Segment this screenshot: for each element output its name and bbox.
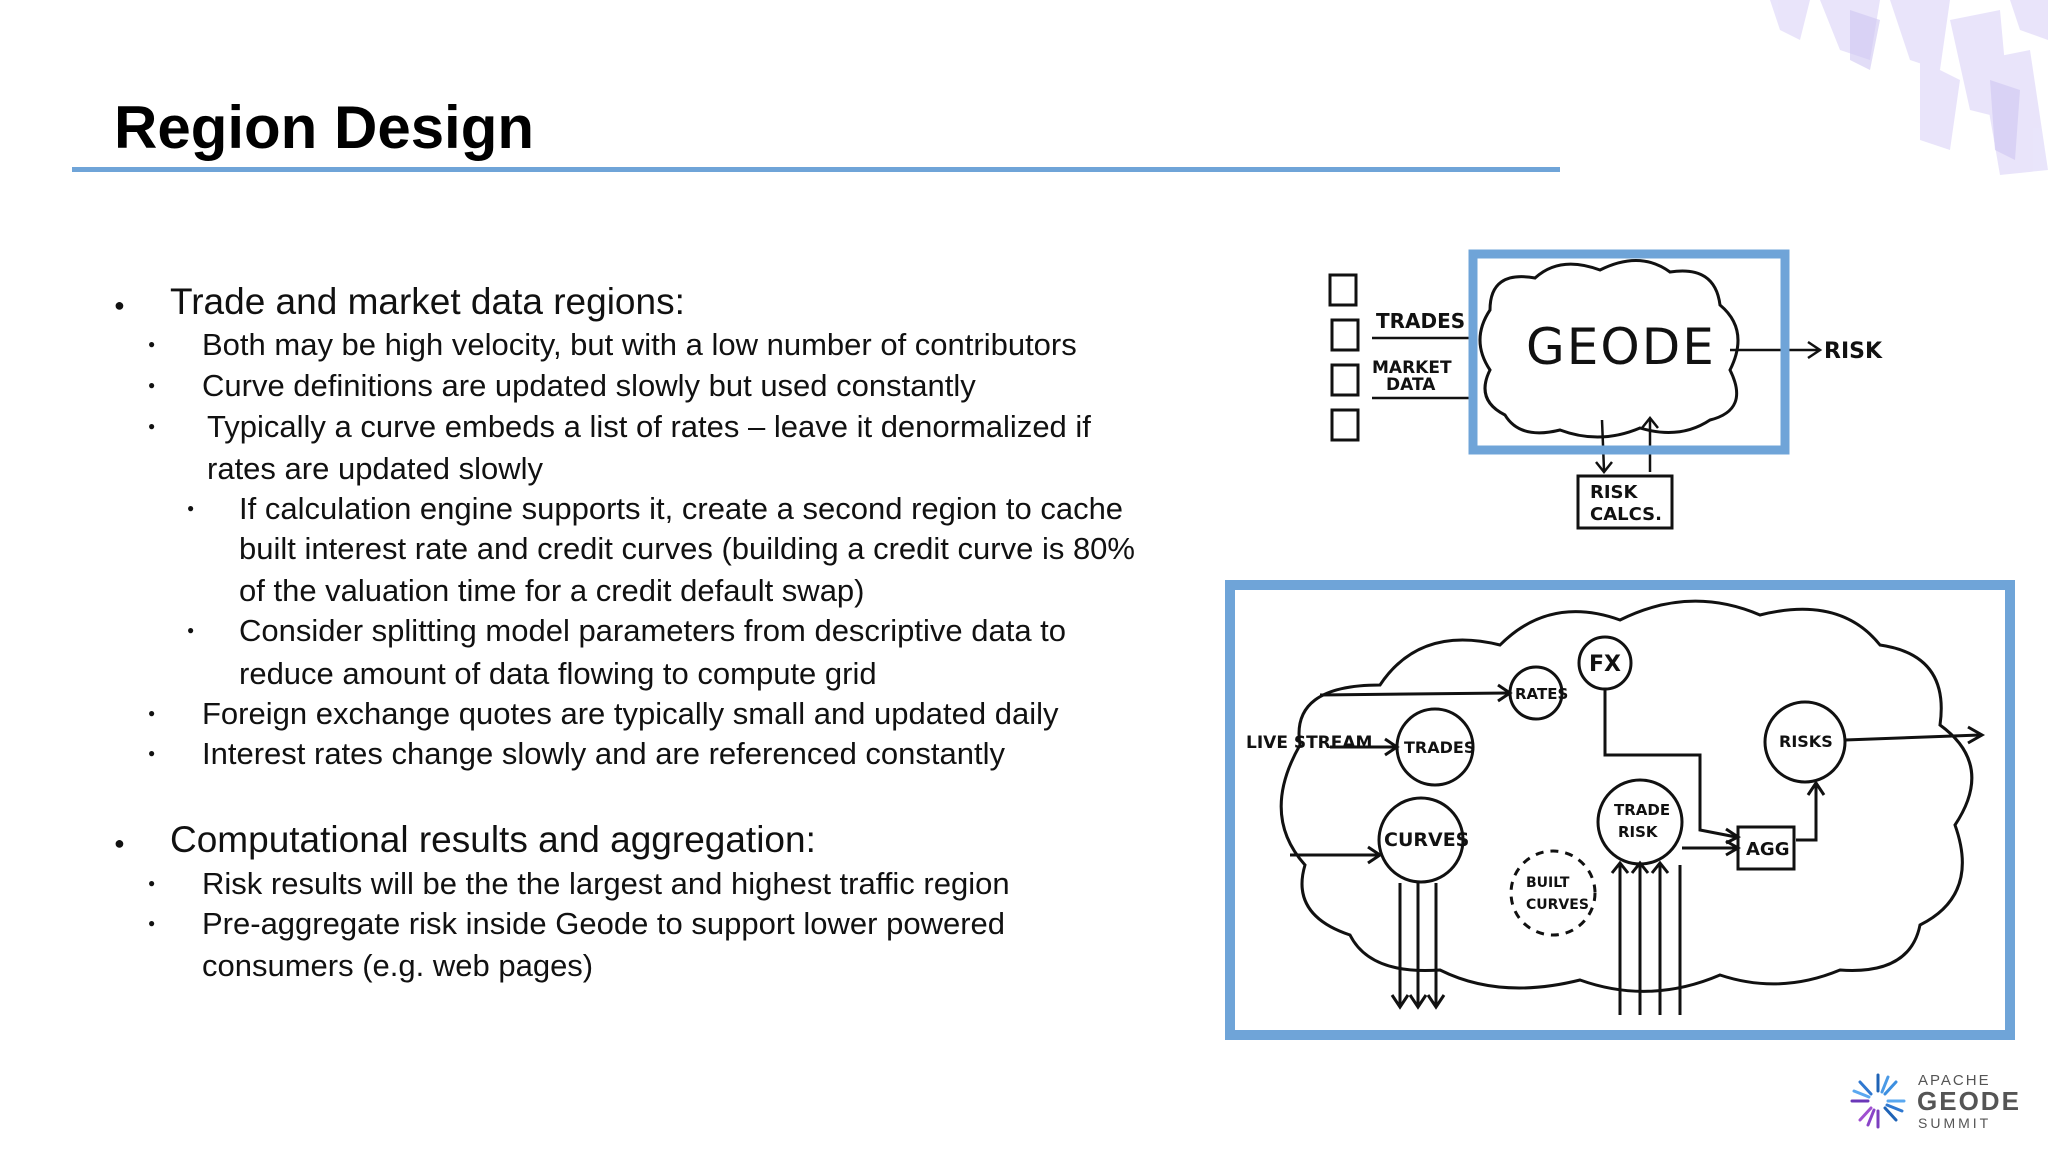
region-flow-diagram: LIVE STREAM RATES FX TRADES RISKS CURVES… <box>1225 580 2015 1040</box>
data-label: DATA <box>1386 375 1436 395</box>
agg-label: AGG <box>1746 839 1789 860</box>
bullet-item: ● Computational results and aggregation: <box>114 819 816 860</box>
logo-summit: SUMMIT <box>1918 1115 1991 1131</box>
curves-label: CURVES <box>1384 829 1469 851</box>
bullet-dot-icon: ● <box>114 833 125 853</box>
crystal-decoration <box>1770 0 2048 175</box>
risks-label: RISKS <box>1779 732 1833 751</box>
bullet-dot-icon: ● <box>187 623 195 637</box>
bullet-dot-icon: ● <box>114 295 125 315</box>
risk-calcs-box <box>1576 474 1674 530</box>
bullet-item: ● Trade and market data regions: <box>114 281 685 322</box>
risk-label: RISK <box>1824 339 1883 364</box>
title-underline <box>72 167 1560 172</box>
geode-label: GEODE <box>1526 318 1716 376</box>
risk-label: RISK <box>1618 823 1659 841</box>
risks-node <box>1763 700 1847 784</box>
input-box <box>1330 318 1360 352</box>
bullet-item: ● If calculation engine supports it, cre… <box>187 491 1124 526</box>
bullet-item: ● Pre-aggregate risk inside Geode to sup… <box>148 906 1006 941</box>
market-label: MARKET <box>1372 358 1452 378</box>
bullet-continuation: rates are updated slowly <box>207 451 544 486</box>
input-boxes <box>1328 273 1360 442</box>
bullet-item: ● Curve definitions are updated slowly b… <box>148 368 976 403</box>
bullet-item: ● Both may be high velocity, but with a … <box>148 327 1077 362</box>
live-stream-label: LIVE STREAM <box>1246 733 1372 753</box>
bullet-continuation: reduce amount of data flowing to compute… <box>239 656 877 691</box>
bullet-dot-icon: ● <box>148 876 156 890</box>
built-curves-node <box>1509 849 1597 937</box>
built-curves-label: CURVES <box>1526 897 1589 913</box>
geode-frame <box>1468 249 1790 455</box>
bullet-item: ● Foreign exchange quotes are typically … <box>148 696 1059 731</box>
geode-burst-icon <box>1850 1073 1906 1129</box>
trades-label: TRADES <box>1376 309 1465 333</box>
bullet-continuation: consumers (e.g. web pages) <box>202 948 594 983</box>
bullet-list: ● Trade and market data regions: ● Both … <box>114 281 1135 983</box>
bullet-item: ● Typically a curve embeds a list of rat… <box>148 409 1091 444</box>
trades-label: TRADES <box>1404 738 1475 757</box>
logo-apache: APACHE <box>1918 1072 1991 1089</box>
bullet-dot-icon: ● <box>148 419 156 433</box>
bullet-continuation: built interest rate and credit curves (b… <box>239 531 1135 566</box>
geode-overview-diagram: TRADES MARKET DATA GEODE RISK RISK CALCS… <box>1328 249 1883 530</box>
bullet-continuation: of the valuation time for a credit defau… <box>239 573 865 608</box>
input-box <box>1328 273 1358 307</box>
bullet-item: ● Interest rates change slowly and are r… <box>148 736 1006 771</box>
input-box <box>1330 363 1360 397</box>
bullet-item: ● Risk results will be the the largest a… <box>148 866 1010 901</box>
geode-cloud <box>1478 259 1740 439</box>
trade-label: TRADE <box>1614 801 1670 819</box>
geode-summit-logo: APACHE GEODE SUMMIT <box>1850 1072 2021 1131</box>
bullet-dot-icon: ● <box>187 501 195 515</box>
fx-label: FX <box>1589 652 1621 677</box>
built-label: BUILT <box>1526 875 1570 891</box>
input-box <box>1330 408 1360 442</box>
bullet-item: ● Consider splitting model parameters fr… <box>187 613 1067 648</box>
risk-calcs-label-1: RISK <box>1590 482 1639 503</box>
bullet-dot-icon: ● <box>148 706 156 720</box>
curves-node <box>1377 796 1465 884</box>
bullet-dot-icon: ● <box>148 916 156 930</box>
rates-label: RATES <box>1515 685 1568 703</box>
bullet-dot-icon: ● <box>148 337 156 351</box>
risk-calcs-label-2: CALCS. <box>1590 504 1662 525</box>
flow-cloud <box>1279 599 1974 993</box>
bullet-dot-icon: ● <box>148 746 156 760</box>
slide-title: Region Design <box>114 94 535 161</box>
bullet-dot-icon: ● <box>148 378 156 392</box>
logo-geode: GEODE <box>1917 1086 2021 1116</box>
